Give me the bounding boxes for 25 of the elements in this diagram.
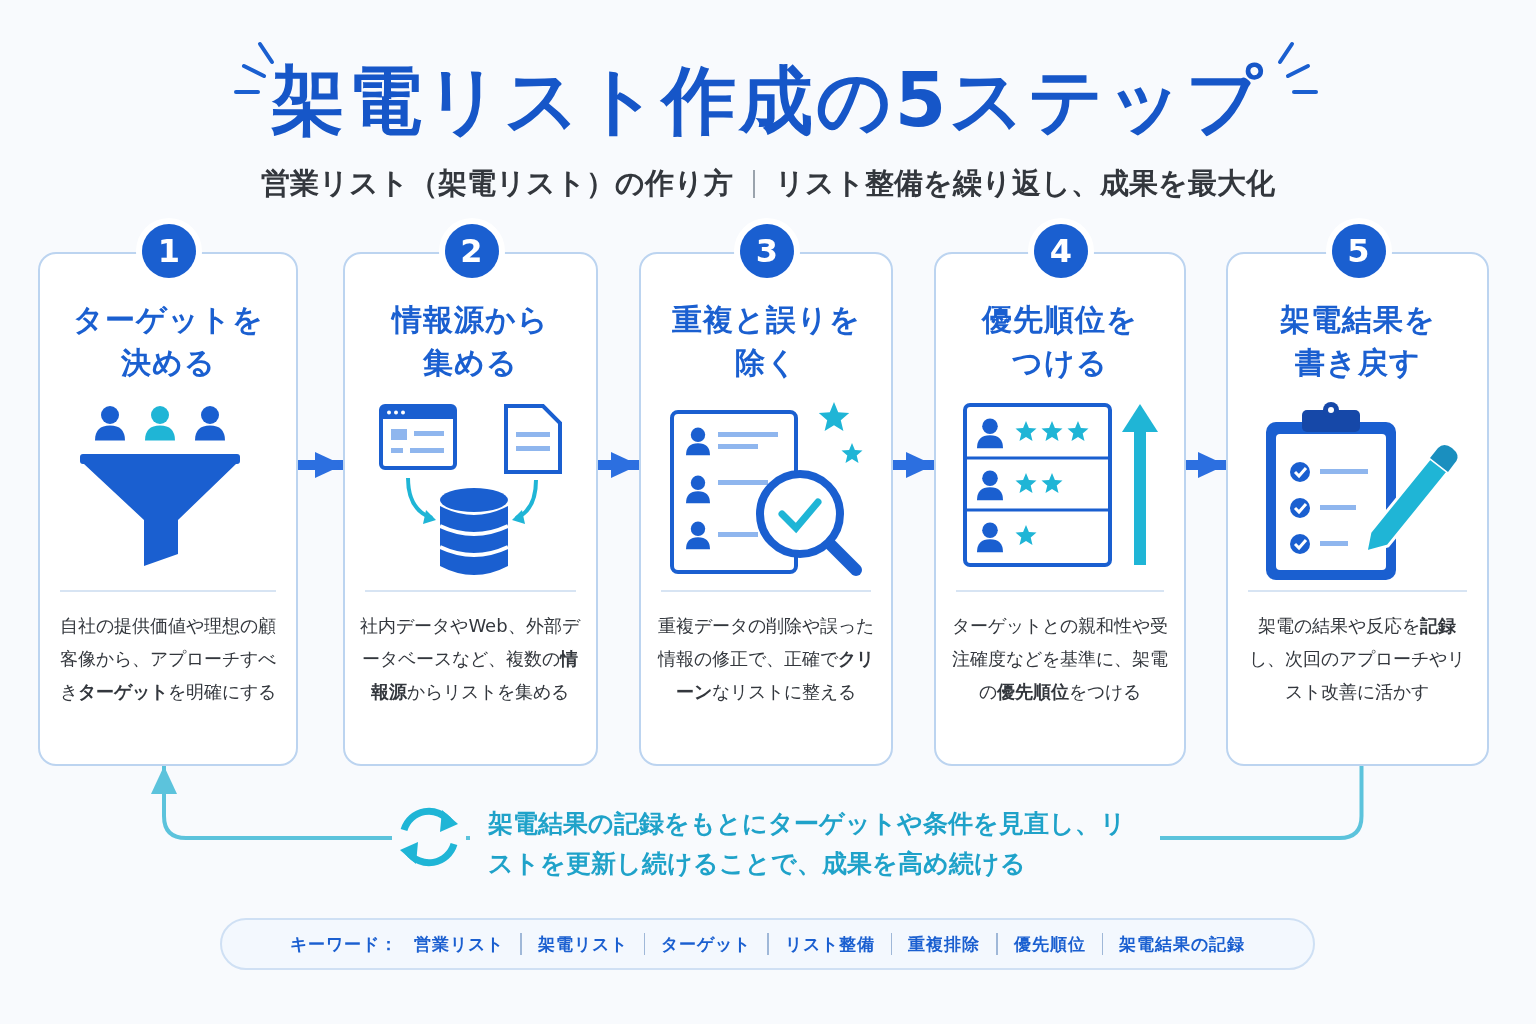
step-description: 自社の提供価値や理想の顧客像から、アプローチすべきターゲットを明確にする: [58, 614, 277, 704]
step-heading: 架電結果を書き戻す: [1278, 301, 1437, 382]
keyword-text: 重複排除: [908, 932, 980, 956]
keyword-text: 架電結果の記録: [1119, 932, 1245, 956]
keyword-text: 架電リスト: [537, 932, 628, 956]
arrow: [298, 452, 343, 478]
step-heading: 重複と誤りを除く: [670, 301, 862, 382]
step-heading: 情報源から集める: [390, 301, 550, 382]
step-description: ターゲットとの親和性や受注確度などを基準に、架電の優先順位をつける: [950, 614, 1169, 704]
step-heading: ターゲットを決める: [71, 301, 265, 382]
step-description: 重複データの削除や誤った情報の修正で、正確でクリーンなリストに整える: [656, 614, 875, 704]
step-description: 架電の結果や反応を記録し、次回のアプローチやリスト改善に活かす: [1248, 614, 1466, 704]
keyword-text: ターゲット: [661, 932, 751, 956]
subtitle-text: 営業リスト（架電リスト）の作り方: [261, 165, 733, 202]
subtitle-text: リスト整備を繰り返し、成果を最大化: [775, 165, 1275, 202]
keyword-text: 優先順位: [1013, 932, 1086, 956]
step-description: 社内データやWeb、外部データベースなど、複数の情報源からリストを集める: [359, 614, 581, 704]
keyword-text: リスト整備: [784, 932, 875, 956]
arrow: [893, 452, 934, 478]
step-heading: 優先順位をつける: [980, 301, 1139, 382]
title: 架電リスト作成の5ステップ: [270, 57, 1266, 143]
arrow: [598, 452, 639, 478]
keyword-heading: キーワード：: [290, 932, 398, 956]
arrow: [1186, 452, 1226, 478]
keyword-text: 営業リスト: [414, 932, 504, 956]
